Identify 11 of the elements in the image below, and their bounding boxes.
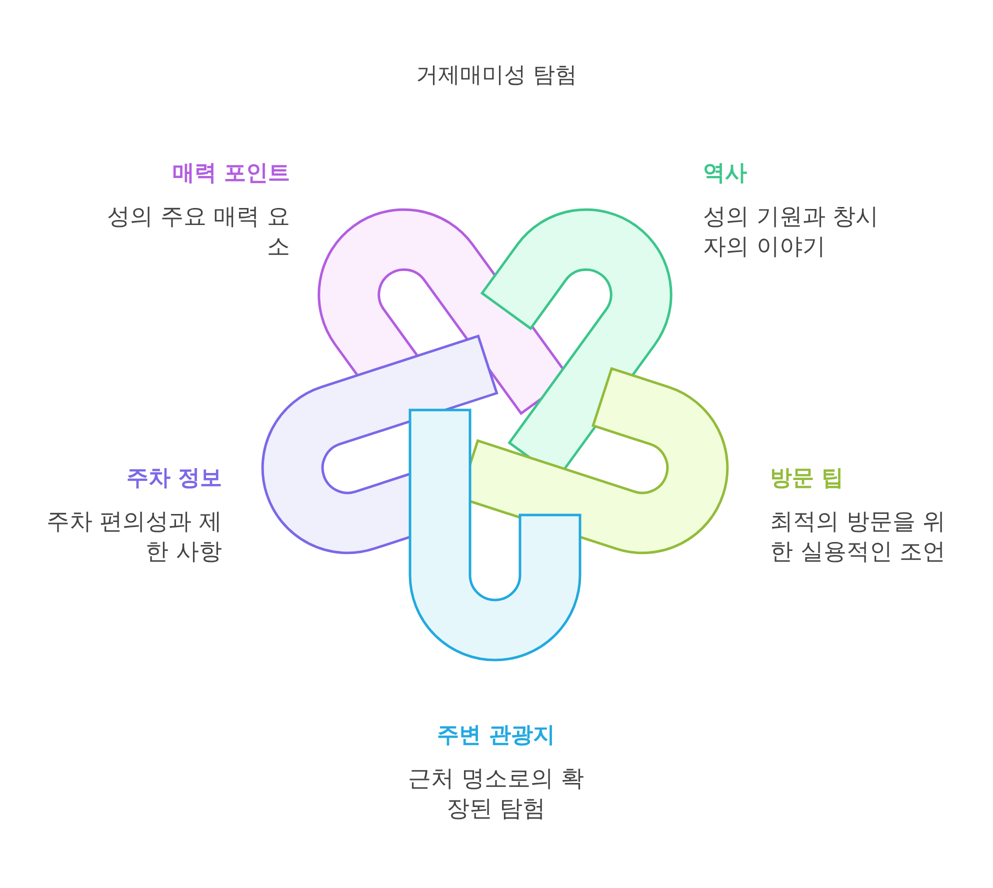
section-heading: 주차 정보 [126, 465, 222, 493]
section-description: 성의 주요 매력 요소 [106, 203, 290, 262]
section-heading: 방문 팁 [770, 465, 844, 493]
section-description: 최적의 방문을 위한 실용적인 조언 [770, 508, 947, 567]
section-description: 주차 편의성과 제한 사항 [45, 508, 222, 567]
section-description: 근처 명소로의 확장된 탐험 [407, 765, 585, 824]
section-heading: 매력 포인트 [172, 160, 290, 188]
section-heading: 주변 관광지 [437, 722, 555, 750]
section-description: 성의 기원과 창시자의 이야기 [703, 203, 880, 262]
diagram-title: 거제매미성 탐험 [415, 62, 578, 90]
section-heading: 역사 [703, 160, 747, 188]
